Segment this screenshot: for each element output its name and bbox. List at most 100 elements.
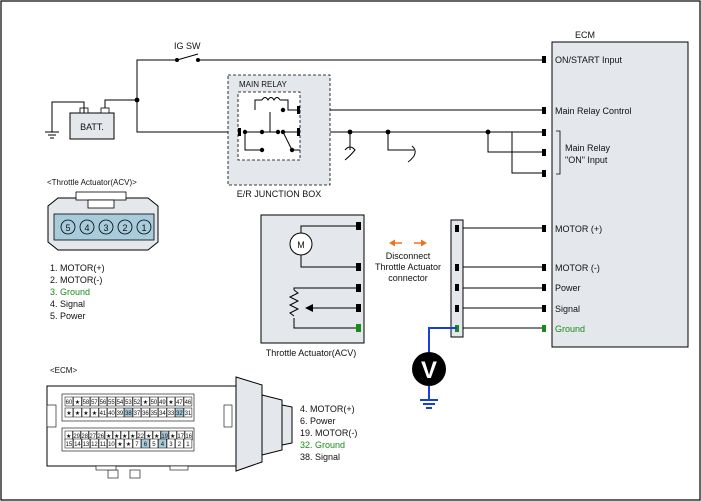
ecm-pin-cell (107, 396, 116, 407)
voltmeter-lead (428, 327, 457, 352)
ecm-pin-cell (166, 396, 176, 407)
ecm-pin-number: 12 (91, 442, 98, 448)
throttle-pin-4: 4 (84, 223, 89, 233)
ecm-pin-number: 40 (108, 411, 115, 417)
ecm-pin-cell (141, 438, 150, 449)
ecm-pin-cell (64, 396, 74, 407)
ecm-pin-label-signal: Signal (555, 304, 580, 314)
ecm-pin-cell (175, 438, 184, 449)
ecm-pin-number: 37 (134, 411, 141, 417)
ecm-pin-number: 39 (117, 411, 124, 417)
throttle-pin-2: 2 (122, 223, 127, 233)
ecm-pin-number: 50 (151, 400, 158, 406)
throttle-pin-3: 3 (103, 223, 108, 233)
disconnect-note-line-2: Throttle Actuator (375, 262, 441, 272)
relay-title: MAIN RELAY (239, 80, 288, 89)
ecm-pin-number: ★ (114, 433, 119, 440)
ecm-pin-cell (132, 396, 142, 407)
ecm-pin-number: 33 (168, 411, 175, 417)
ecm-pin-number: 11 (100, 442, 107, 448)
ecm-pin-number: 4 (161, 442, 165, 448)
ecm-pin-number: 26 (97, 434, 104, 440)
ig-switch-label: IG SW (174, 41, 201, 51)
ecm-pin-number: 46 (185, 400, 192, 406)
voltmeter-ground (420, 386, 438, 409)
ecm-pin-cell (158, 396, 167, 407)
ecm-pin-number: 22 (137, 434, 144, 440)
ecm-pin-cell (81, 438, 91, 449)
ecm-pin-number: 16 (185, 434, 192, 440)
ecm-pin-number: ★ (92, 410, 97, 417)
ecm-pin-label-ground: Ground (555, 324, 585, 334)
ecm-connector-header: <ECM> (50, 366, 77, 375)
ecm-pin-list-1: 4. MOTOR(+) (300, 404, 355, 414)
throttle-actuator-caption: Throttle Actuator(ACV) (266, 348, 357, 358)
harness-connector (450, 219, 464, 338)
ecm-pin-label-on-input: "ON" Input (565, 155, 608, 165)
ecm-pin-label-motor-plus: MOTOR (+) (555, 224, 602, 234)
ecm-pin-number: ★ (126, 441, 131, 448)
ecm-pin-number: 56 (100, 400, 107, 406)
throttle-connector: 5 4 3 2 1 (47, 191, 159, 251)
ecm-pin-number: ★ (66, 410, 71, 417)
ecm-pin-cell (115, 438, 125, 449)
ecm-pin-number: 41 (100, 411, 107, 417)
disconnect-note-line-1: Disconnect (386, 251, 431, 261)
ecm-pin-number: 29 (73, 434, 80, 440)
branch-breaks (344, 145, 416, 163)
battery-label: BATT. (80, 122, 104, 132)
relay-pin-right-top (297, 106, 300, 114)
ecm-pin-number: 36 (142, 411, 149, 417)
ecm-pin-cell (149, 438, 159, 449)
ecm-pin-number: 54 (117, 400, 124, 406)
ecm-pin-number: 2 (178, 442, 182, 448)
ecm-pin-number: 27 (89, 434, 96, 440)
ecm-pin-number: 1 (186, 442, 190, 448)
voltmeter-label: V (421, 357, 437, 384)
ecm-pin-cell (124, 438, 133, 449)
main-relay-box (237, 91, 301, 161)
ecm-pin-number: 17 (177, 434, 184, 440)
throttle-connector-header: <Throttle Actuator(ACV)> (47, 178, 137, 187)
ecm-pin-cell (128, 430, 137, 441)
ecm-pin-label-main-relay-control: Main Relay Control (555, 106, 632, 116)
relay-pin-right-mid (297, 128, 300, 136)
ecm-pin-cell (81, 407, 91, 418)
voltmeter-icon (412, 352, 446, 386)
ecm-pin-number: 5 (152, 442, 156, 448)
ecm-pin-cell (107, 438, 116, 449)
ecm-title: ECM (575, 30, 595, 40)
ecm-pin-cell (124, 407, 133, 418)
ecm-pin-cell (73, 438, 82, 449)
ecm-pin-number: ★ (146, 433, 151, 440)
ecm-pin-number: 38 (125, 411, 132, 417)
ecm-pin-number: 47 (176, 400, 183, 406)
ecm-pin-number: ★ (106, 433, 111, 440)
ecm-pin-cell (158, 438, 167, 449)
ecm-pin-markers (542, 56, 546, 332)
ecm-pin-cell (158, 407, 167, 418)
ecm-pin-number: 14 (74, 442, 81, 448)
ecm-pin-cell (90, 407, 99, 418)
ecm-pin-list-4: 32. Ground (300, 440, 345, 450)
ecm-pin-number: ★ (122, 433, 127, 440)
ecm-pin-number: ★ (75, 399, 80, 406)
harness-to-ecm-wires (463, 227, 542, 329)
throttle-pin-5: 5 (65, 223, 70, 233)
throttle-pin-list-3: 3. Ground (50, 287, 90, 297)
battery: BATT. (45, 101, 115, 140)
ecm-pin-number: 15 (66, 442, 73, 448)
ecm-pin-cell (115, 396, 125, 407)
ecm-pin-number: 19 (161, 434, 168, 440)
ecm-pin-cell (64, 438, 74, 449)
ecm-bracket (556, 130, 561, 175)
ecm-pin-number: 32 (176, 411, 183, 417)
ecm-pin-cell (132, 438, 142, 449)
ecm-pin-number: 35 (151, 411, 158, 417)
disconnect-arrows (389, 239, 427, 247)
ecm-pin-number: ★ (130, 433, 135, 440)
relay-nodes (242, 107, 295, 153)
ecm-pin-list-5: 38. Signal (300, 452, 340, 462)
